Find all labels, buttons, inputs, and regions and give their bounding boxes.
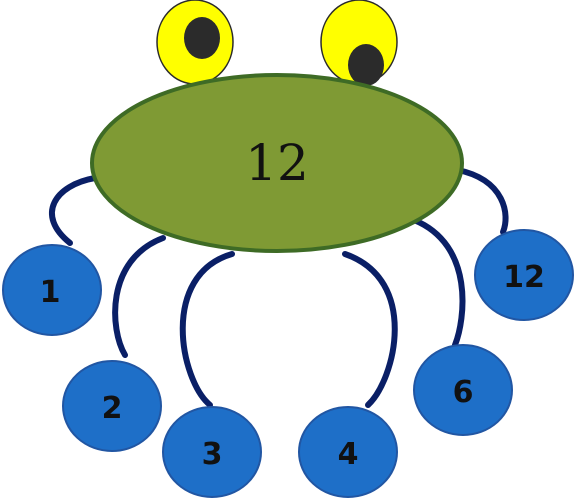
leg-4	[342, 251, 398, 408]
leg-6	[411, 217, 466, 348]
leg-12	[455, 167, 509, 235]
circle-12: 12	[474, 229, 574, 321]
pupil-left	[184, 17, 220, 59]
circle-6: 6	[413, 344, 513, 436]
pupil-right	[348, 44, 384, 86]
leg-3	[179, 251, 235, 408]
circle-1-label: 1	[40, 275, 61, 310]
circle-2: 2	[62, 360, 162, 452]
eye-left	[156, 0, 234, 85]
leg-2	[112, 235, 166, 358]
circle-3-label: 3	[202, 437, 223, 472]
circle-6-label: 6	[453, 375, 474, 410]
circle-12-label: 12	[503, 260, 545, 295]
leg-1	[49, 175, 98, 246]
eye-right	[320, 0, 398, 86]
body-number: 12	[245, 134, 309, 192]
circle-2-label: 2	[102, 391, 123, 426]
frog-body	[90, 73, 464, 253]
circle-4: 4	[298, 406, 398, 498]
circle-1: 1	[2, 244, 102, 336]
circle-4-label: 4	[338, 437, 359, 472]
circle-3: 3	[162, 406, 262, 498]
legs	[49, 167, 509, 408]
